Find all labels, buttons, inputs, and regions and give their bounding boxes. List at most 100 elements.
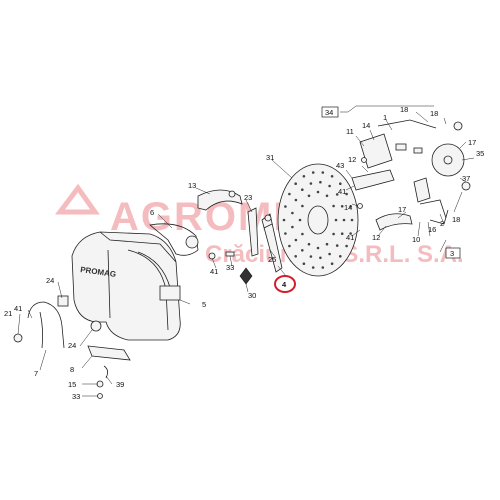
disc-hole	[309, 255, 313, 258]
callout-25-lower: 24	[68, 341, 76, 350]
disc-hole	[321, 171, 325, 174]
disc-hole	[311, 171, 315, 174]
disc-hole	[301, 188, 304, 191]
callout-14-lower: 14	[344, 203, 352, 212]
disc-hole	[319, 180, 322, 184]
disc-hole	[294, 254, 298, 258]
callout-12-lower: 12	[372, 233, 380, 242]
callout-11: 11	[346, 127, 354, 136]
boxed-callout-3: 3	[445, 247, 461, 259]
callout-33-lower: 33	[72, 392, 80, 401]
boxed-callout-34: 34	[321, 106, 339, 118]
disc-hole	[321, 266, 325, 269]
disc-hole	[340, 205, 344, 208]
disc-hole	[288, 192, 291, 196]
callout-38: 39	[116, 380, 124, 389]
callout-10: 10	[412, 235, 420, 244]
bar-23	[247, 207, 259, 257]
disc-hole	[339, 254, 342, 258]
callout-6: 6	[150, 208, 154, 217]
disc-hole	[340, 232, 344, 235]
callout-18: 17	[468, 138, 476, 147]
callout-2: 2	[440, 219, 444, 228]
disc-hole	[301, 249, 304, 252]
disc-31	[277, 163, 359, 277]
callout-13: 13	[188, 181, 196, 190]
disc-hole	[345, 244, 348, 248]
disc-hole	[291, 225, 294, 229]
disc-hole	[349, 232, 352, 235]
callout-16: 16	[428, 225, 436, 234]
callout-21-top: 18	[400, 105, 408, 114]
callout-39-left: 41	[14, 304, 22, 313]
svg-text:3: 3	[450, 249, 454, 258]
disc-hole	[328, 252, 331, 256]
callout-21-lower: 18	[452, 215, 460, 224]
callout-1: 1	[383, 113, 387, 122]
callout-labels: 13 6 23 25 4 5 41 33 30 31 24 41 21 7 24…	[4, 105, 484, 401]
disc-hole	[330, 262, 334, 266]
callout-8: 8	[70, 365, 74, 374]
disc-hole	[335, 244, 339, 247]
callout-5: 5	[202, 300, 206, 309]
disc-hole	[294, 238, 298, 242]
left-parts	[13, 295, 131, 399]
disc-hole	[284, 205, 287, 208]
callout-23: 23	[244, 193, 252, 202]
bolts-upper	[208, 251, 235, 260]
disc-holes	[282, 171, 354, 269]
right-mechanism	[351, 119, 471, 231]
highlight-ring-part-4	[274, 275, 296, 293]
watermark-logo-icon	[55, 183, 100, 215]
disc-hole	[307, 194, 311, 198]
callout-15: 15	[68, 380, 76, 389]
disc-hole	[342, 218, 346, 222]
disc-hole	[332, 232, 335, 236]
disc-hole	[282, 218, 286, 222]
callout-12-upper: 12	[348, 155, 356, 164]
svg-text:34: 34	[325, 108, 333, 117]
callout-25-upper: 24	[46, 276, 54, 285]
callout-33-upper: 33	[226, 263, 234, 272]
disc-hole	[330, 175, 334, 178]
disc-hole	[339, 182, 342, 185]
callout-21-right: 18	[430, 109, 438, 118]
disc-hole	[284, 232, 287, 235]
callout-7: 7	[34, 369, 38, 378]
disc-hole	[298, 218, 302, 222]
callout-30: 30	[248, 291, 256, 300]
callout-29: 25	[268, 255, 276, 264]
disc-hole	[294, 198, 298, 202]
main-housing: PROMAG	[71, 223, 199, 341]
clip-30	[239, 267, 253, 285]
disc-hole	[350, 218, 354, 222]
callout-43: 43	[336, 161, 344, 170]
disc-hole	[291, 211, 294, 215]
bracket-13	[197, 189, 243, 211]
callout-41-lower: 41	[346, 233, 354, 242]
callout-17: 17	[398, 205, 406, 214]
disc-hole	[301, 204, 304, 208]
callout-37: 37	[462, 174, 470, 183]
disc-hole	[335, 193, 339, 196]
disc-hole	[325, 242, 329, 246]
disc-hole	[334, 218, 338, 222]
disc-hole	[345, 192, 348, 196]
disc-hole	[294, 182, 298, 185]
disc-hole	[288, 244, 291, 248]
disc-hole	[328, 184, 331, 188]
disc-hole	[302, 175, 306, 178]
callout-14: 14	[362, 121, 370, 130]
callout-24: 21	[4, 309, 12, 318]
disc-hole	[316, 190, 320, 194]
callout-41-upper: 41	[338, 187, 346, 196]
disc-hole	[301, 232, 304, 236]
disc-hole	[319, 256, 322, 260]
callout-4: 4	[282, 280, 287, 289]
callout-39-upper: 41	[210, 267, 218, 276]
disc-hole	[311, 266, 315, 269]
disc-hole	[302, 262, 306, 266]
disc-hole	[316, 246, 320, 250]
leader-lines	[17, 105, 475, 397]
